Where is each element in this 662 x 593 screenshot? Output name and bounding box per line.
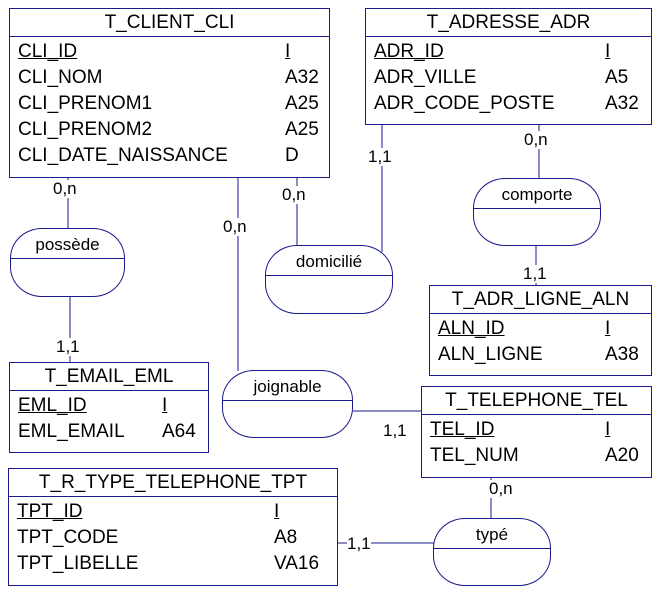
attribute-name: ALN_ID: [438, 318, 505, 339]
attribute-type: D: [285, 145, 299, 166]
attribute-name: CLI_DATE_NAISSANCE: [18, 145, 228, 166]
attribute-type: I: [162, 395, 168, 416]
association-domicilie[interactable]: domicilié: [265, 245, 393, 314]
attribute-type: I: [285, 41, 291, 62]
attribute-row: EML_ID I: [18, 393, 200, 419]
attribute-row: CLI_PRENOM1 A25: [18, 91, 321, 117]
attribute-name: EML_ID: [18, 395, 87, 416]
attribute-type: I: [605, 318, 611, 339]
attribute-row: CLI_ID I: [18, 39, 321, 65]
attribute-row: CLI_NOM A32: [18, 65, 321, 91]
attribute-row: EML_EMAIL A64: [18, 419, 200, 445]
attribute-type: VA16: [274, 553, 320, 574]
attribute-type: A5: [605, 67, 629, 88]
association-possede[interactable]: possède: [10, 228, 125, 297]
association-label: comporte: [474, 179, 600, 209]
cardinality-client-joignable: 0,n: [223, 217, 247, 236]
cardinality-email-possede: 1,1: [56, 337, 80, 356]
entity-title: T_ADR_LIGNE_ALN: [430, 286, 651, 314]
attribute-type: A64: [162, 421, 196, 442]
cardinality-client-possede: 0,n: [53, 179, 77, 198]
attribute-name: ADR_CODE_POSTE: [374, 93, 555, 114]
attribute-type: I: [605, 419, 611, 440]
association-type[interactable]: typé: [433, 518, 551, 586]
entity-title: T_ADRESSE_ADR: [366, 9, 651, 37]
attribute-name: TEL_ID: [430, 419, 495, 440]
attribute-type: A20: [605, 445, 639, 466]
attribute-name: CLI_PRENOM1: [18, 93, 153, 114]
entity-adr-ligne[interactable]: T_ADR_LIGNE_ALN ALN_ID I ALN_LIGNE A38: [429, 285, 652, 376]
cardinality-adrligne-comporte: 1,1: [523, 264, 547, 283]
attribute-row: TPT_CODE A8: [17, 525, 329, 551]
attribute-type: A38: [605, 344, 639, 365]
cardinality-telephone-type: 0,n: [489, 479, 513, 498]
entity-adresse[interactable]: T_ADRESSE_ADR ADR_ID I ADR_VILLE A5 ADR_CO…: [365, 8, 652, 125]
attribute-row: ALN_LIGNE A38: [438, 342, 643, 368]
cardinality-adresse-domicilie: 1,1: [368, 147, 392, 166]
cardinality-client-domicilie: 0,n: [282, 185, 306, 204]
attribute-row: ALN_ID I: [438, 316, 643, 342]
entity-title: T_TELEPHONE_TEL: [422, 387, 651, 415]
entity-title: T_EMAIL_EML: [10, 363, 208, 391]
attribute-row: TEL_NUM A20: [430, 443, 643, 469]
attribute-name: EML_EMAIL: [18, 421, 125, 442]
association-label: typé: [434, 519, 550, 549]
attribute-name: ALN_LIGNE: [438, 344, 543, 365]
cardinality-typetel-type: 1,1: [347, 534, 371, 553]
attribute-type: A25: [285, 119, 319, 140]
attribute-type: I: [605, 41, 611, 62]
attribute-row: CLI_PRENOM2 A25: [18, 117, 321, 143]
entity-title: T_CLIENT_CLI: [10, 9, 329, 37]
entity-client[interactable]: T_CLIENT_CLI CLI_ID I CLI_NOM A32 CLI_PREN…: [9, 8, 330, 178]
attribute-name: CLI_NOM: [18, 67, 103, 88]
attribute-name: TEL_NUM: [430, 445, 519, 466]
attribute-name: CLI_PRENOM2: [18, 119, 153, 140]
entity-telephone[interactable]: T_TELEPHONE_TEL TEL_ID I TEL_NUM A20: [421, 386, 652, 478]
attribute-name: CLI_ID: [18, 41, 78, 62]
attribute-row: TPT_LIBELLE VA16: [17, 551, 329, 577]
attribute-row: ADR_ID I: [374, 39, 643, 65]
entity-email[interactable]: T_EMAIL_EML EML_ID I EML_EMAIL A64: [9, 362, 209, 453]
attribute-type: A32: [285, 67, 319, 88]
entity-type-telephone[interactable]: T_R_TYPE_TELEPHONE_TPT TPT_ID I TPT_CODE A…: [8, 468, 338, 586]
association-label: possède: [11, 229, 124, 259]
cardinality-adresse-comporte: 0,n: [524, 130, 548, 149]
entity-title: T_R_TYPE_TELEPHONE_TPT: [9, 469, 337, 497]
attribute-name: ADR_VILLE: [374, 67, 477, 88]
attribute-row: TPT_ID I: [17, 499, 329, 525]
attribute-type: I: [274, 501, 280, 522]
cardinality-telephone-joignable: 1,1: [383, 421, 407, 440]
attribute-type: A32: [605, 93, 639, 114]
association-comporte[interactable]: comporte: [473, 178, 601, 246]
association-label: joignable: [223, 371, 352, 401]
attribute-row: ADR_CODE_POSTE A32: [374, 91, 643, 117]
attribute-row: CLI_DATE_NAISSANCE D: [18, 143, 321, 169]
attribute-name: TPT_CODE: [17, 527, 119, 548]
attribute-row: TEL_ID I: [430, 417, 643, 443]
attribute-type: A8: [274, 527, 298, 548]
attribute-name: ADR_ID: [374, 41, 444, 62]
attribute-name: TPT_ID: [17, 501, 83, 522]
attribute-name: TPT_LIBELLE: [17, 553, 139, 574]
association-label: domicilié: [266, 246, 392, 276]
attribute-type: A25: [285, 93, 319, 114]
attribute-row: ADR_VILLE A5: [374, 65, 643, 91]
association-joignable[interactable]: joignable: [222, 370, 353, 438]
